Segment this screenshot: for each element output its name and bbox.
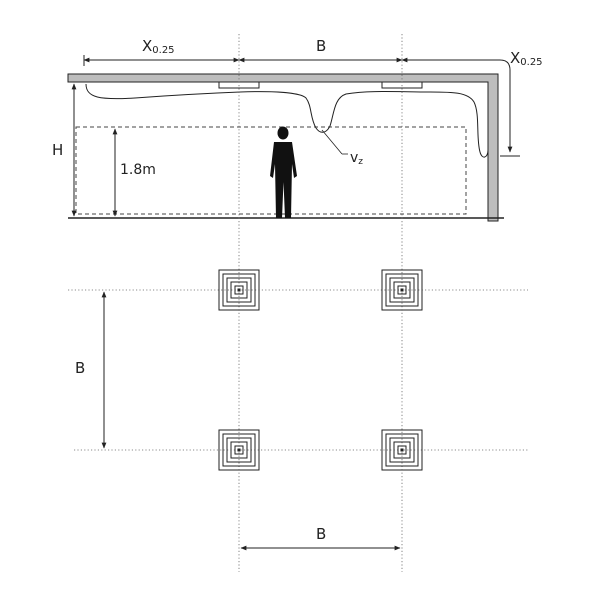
diffuser-plan-top-right: [381, 269, 423, 311]
label-1-8m: 1.8m: [120, 162, 156, 178]
label-x025-right: X0.25: [510, 49, 543, 68]
diffuser-plan-top-left: [218, 269, 260, 311]
label-b-top: B: [316, 37, 326, 55]
label-x025-left: X0.25: [142, 37, 175, 56]
label-vz: vz: [350, 150, 363, 167]
label-h: H: [52, 141, 63, 159]
person-silhouette: [270, 126, 297, 218]
dim-x025-right: [401, 57, 513, 153]
diffuser-plan-bottom-right: [381, 429, 423, 471]
label-b-bottom: B: [316, 525, 326, 543]
vz-pointer: [321, 129, 343, 155]
label-b-vertical: B: [75, 359, 85, 377]
diffuser-plan-bottom-left: [218, 429, 260, 471]
